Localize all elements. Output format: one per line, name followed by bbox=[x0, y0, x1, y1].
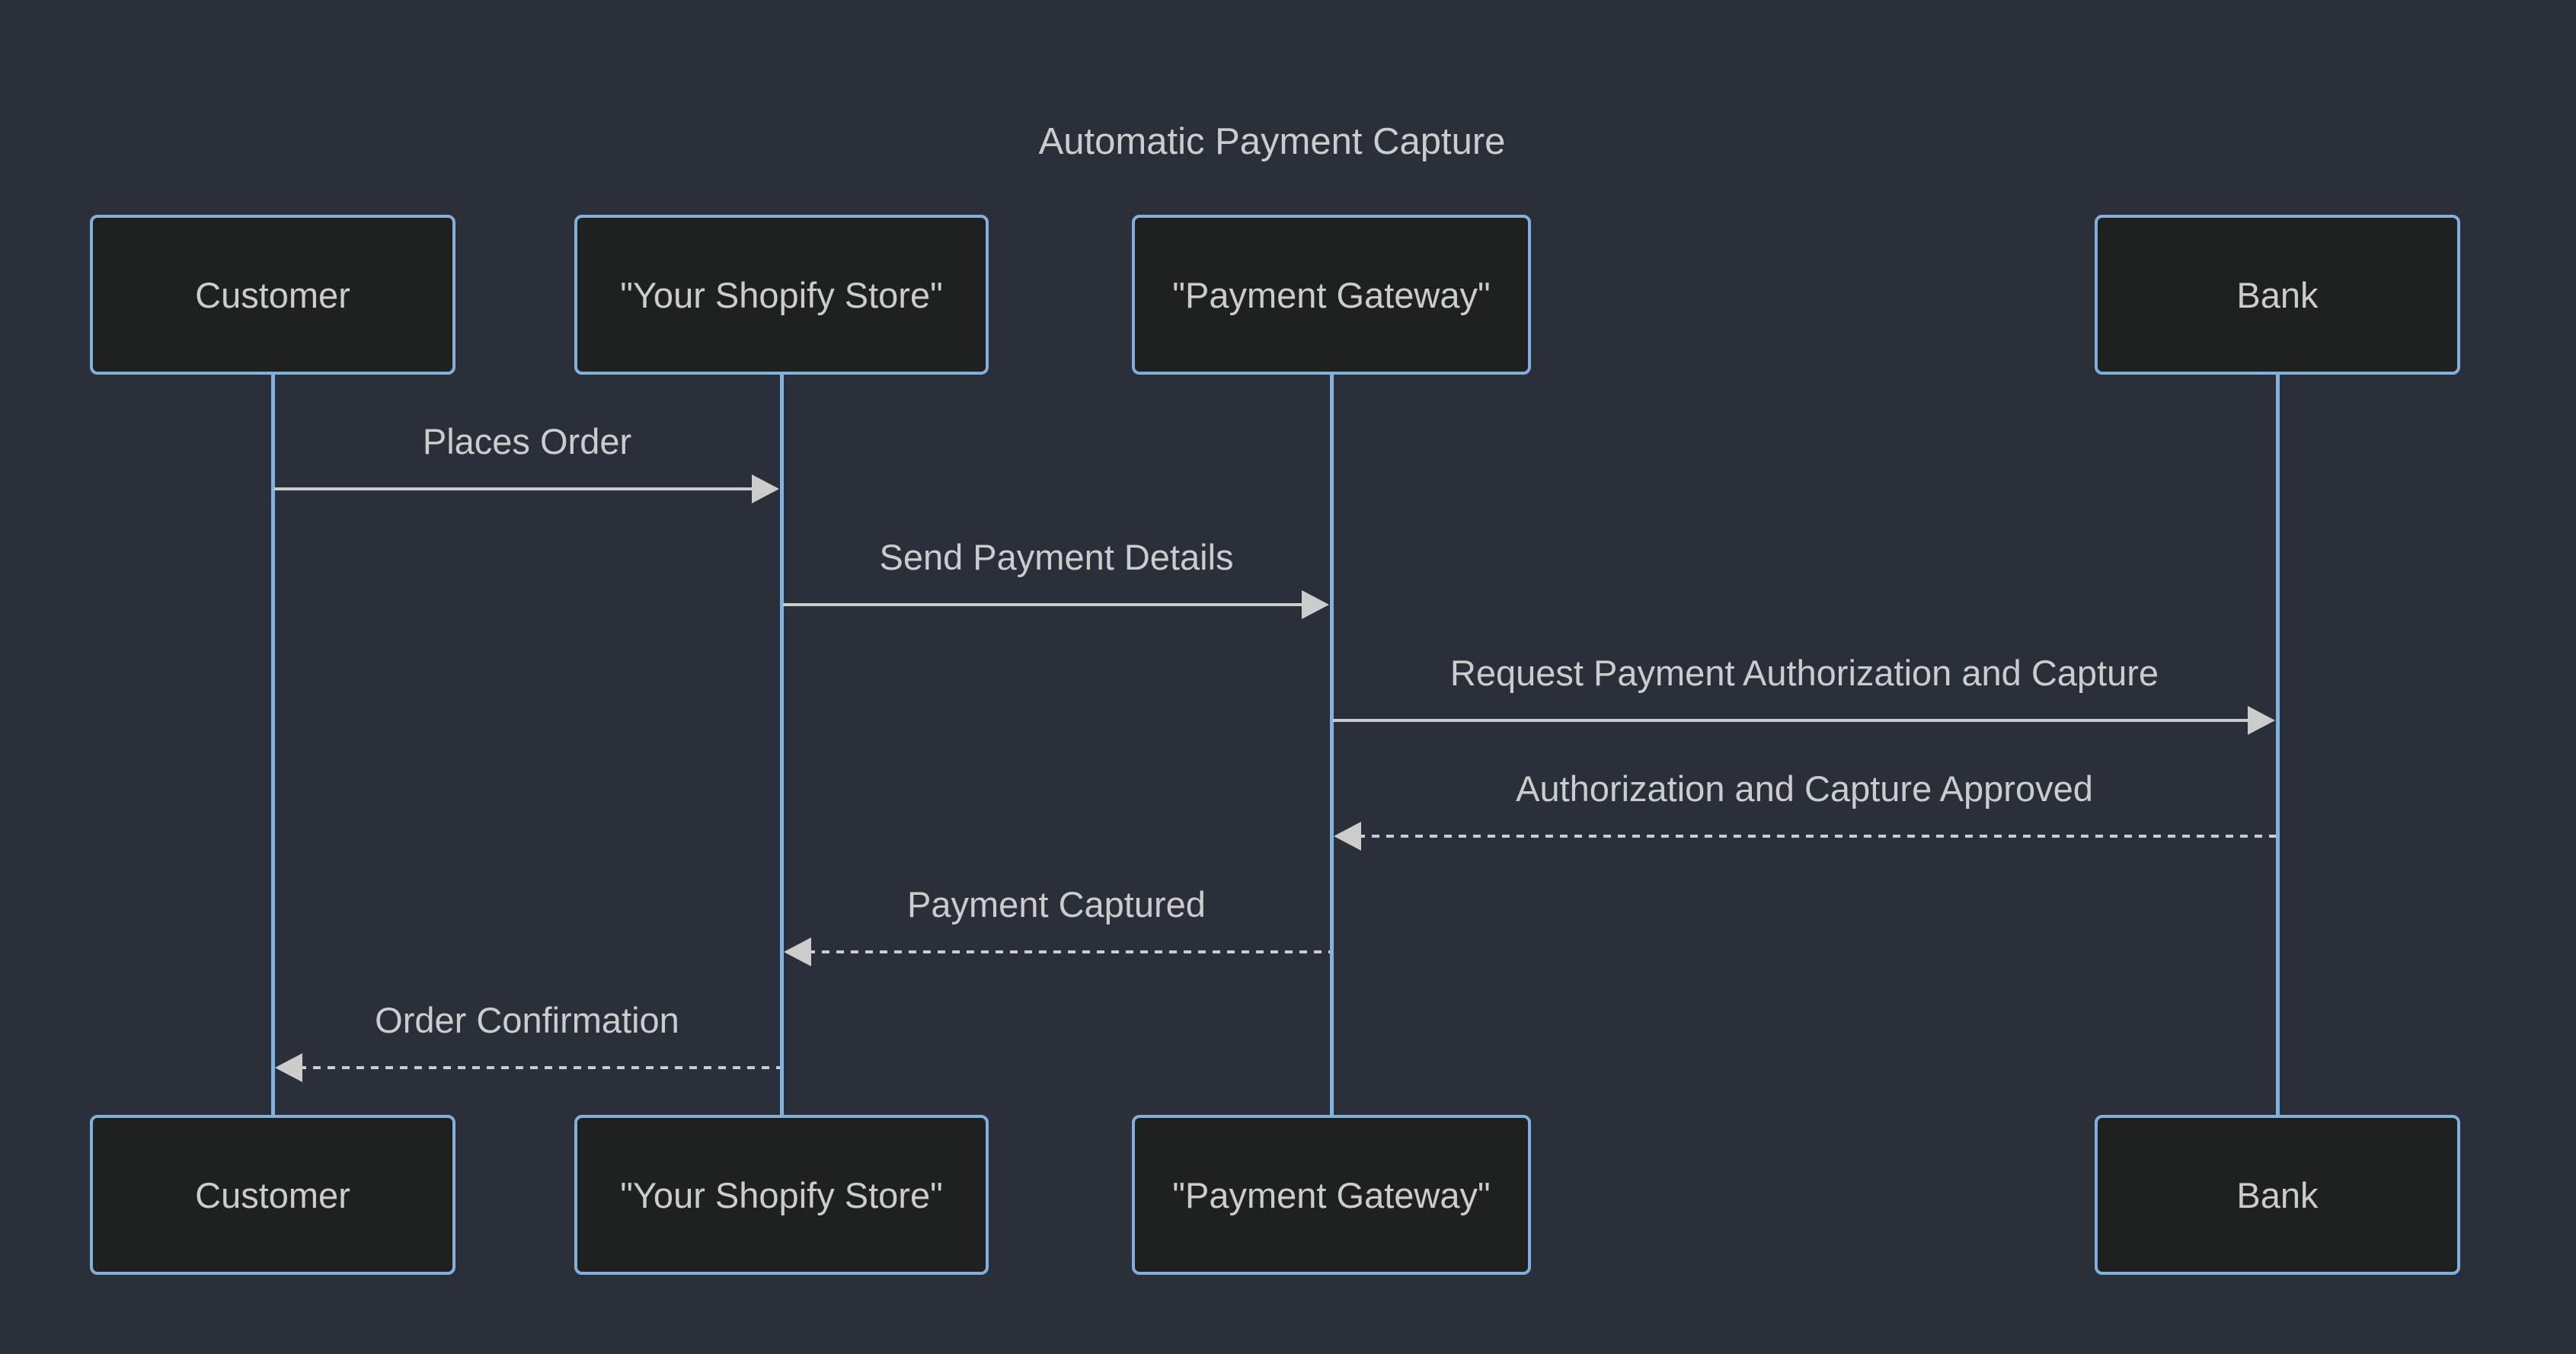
actor-label: "Your Shopify Store" bbox=[620, 274, 943, 315]
message-arrowhead-icon-4 bbox=[784, 937, 811, 966]
actor-label: "Your Shopify Store" bbox=[620, 1174, 943, 1215]
actor-box-bottom-customer: Customer bbox=[90, 1115, 455, 1275]
message-label-5: Order Confirmation bbox=[375, 1000, 679, 1040]
message-label-4: Payment Captured bbox=[907, 884, 1206, 924]
actor-label: Bank bbox=[2236, 1174, 2319, 1215]
actor-label: Customer bbox=[195, 1174, 350, 1215]
actor-box-bottom-shopify-store: "Your Shopify Store" bbox=[574, 1115, 989, 1275]
actor-label: "Payment Gateway" bbox=[1172, 1174, 1491, 1215]
message-arrowhead-icon-3 bbox=[1334, 822, 1361, 851]
message-arrowhead-icon-1 bbox=[1302, 590, 1329, 619]
message-arrowhead-icon-2 bbox=[2248, 706, 2275, 735]
actor-box-top-bank: Bank bbox=[2095, 215, 2460, 375]
lifeline-payment-gateway bbox=[1329, 375, 1334, 1115]
actor-label: Customer bbox=[195, 274, 350, 315]
message-label-3: Authorization and Capture Approved bbox=[1516, 768, 2093, 809]
actor-box-bottom-payment-gateway: "Payment Gateway" bbox=[1132, 1115, 1531, 1275]
message-line-2 bbox=[1333, 719, 2252, 722]
message-line-4 bbox=[807, 950, 1330, 953]
diagram-title: Automatic Payment Capture bbox=[1038, 121, 1506, 162]
actor-label: Bank bbox=[2236, 274, 2319, 315]
message-line-3 bbox=[1357, 835, 2276, 838]
message-line-1 bbox=[783, 603, 1306, 606]
message-arrowhead-icon-0 bbox=[752, 474, 779, 503]
lifeline-customer bbox=[270, 375, 275, 1115]
message-arrowhead-icon-5 bbox=[275, 1053, 302, 1082]
message-label-1: Send Payment Details bbox=[879, 537, 1234, 577]
actor-box-top-payment-gateway: "Payment Gateway" bbox=[1132, 215, 1531, 375]
message-line-5 bbox=[299, 1066, 780, 1069]
actor-label: "Payment Gateway" bbox=[1172, 274, 1491, 315]
actor-box-top-customer: Customer bbox=[90, 215, 455, 375]
message-label-0: Places Order bbox=[422, 421, 632, 461]
actor-box-bottom-bank: Bank bbox=[2095, 1115, 2460, 1275]
lifeline-shopify-store bbox=[779, 375, 784, 1115]
message-line-0 bbox=[274, 487, 756, 490]
actor-box-top-shopify-store: "Your Shopify Store" bbox=[574, 215, 989, 375]
message-label-2: Request Payment Authorization and Captur… bbox=[1449, 653, 2159, 693]
lifeline-bank bbox=[2275, 375, 2280, 1115]
